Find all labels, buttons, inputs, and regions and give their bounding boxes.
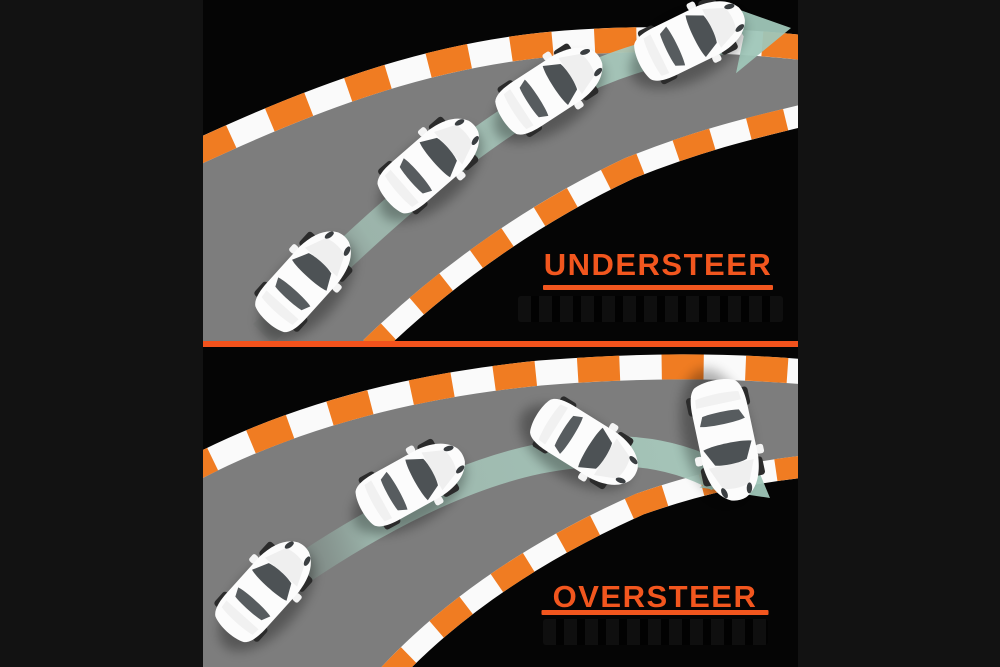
understeer-label: UNDERSTEER xyxy=(543,247,773,282)
panel-divider xyxy=(203,341,798,347)
faint-watermark xyxy=(518,296,783,322)
understeer-underline xyxy=(543,285,773,290)
oversteer-panel: OVERSTEER xyxy=(203,347,798,667)
inner-kerb xyxy=(363,105,798,341)
oversteer-track-graphic xyxy=(203,354,798,667)
faint-watermark xyxy=(543,619,768,645)
oversteer-underline xyxy=(541,610,769,615)
understeer-track-graphic xyxy=(203,0,798,341)
outer-kerb xyxy=(203,354,798,478)
oversteer-label: OVERSTEER xyxy=(552,579,758,614)
understeer-panel: UNDERSTEER xyxy=(203,0,798,341)
